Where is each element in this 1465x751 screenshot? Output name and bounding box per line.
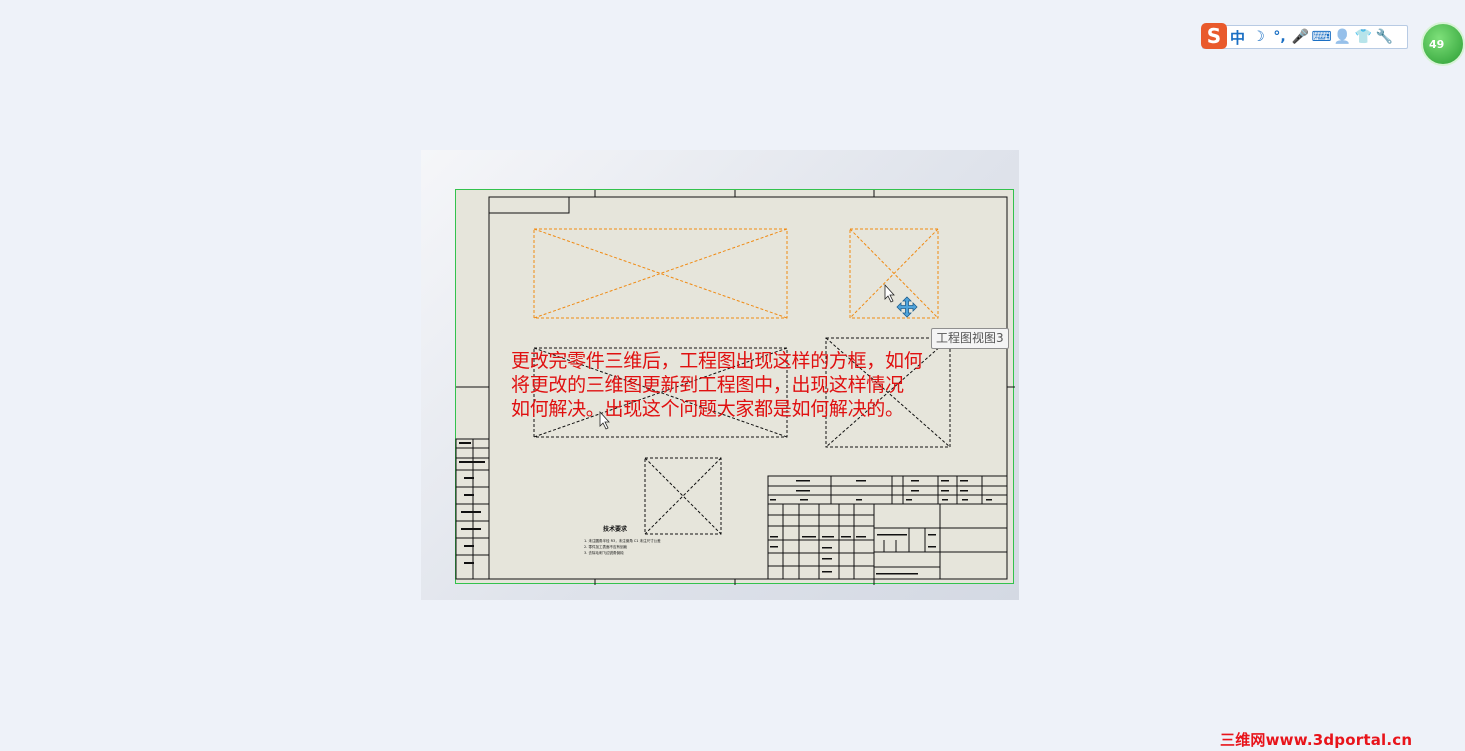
- sogou-logo-icon[interactable]: S: [1201, 23, 1227, 49]
- keyboard-icon[interactable]: ⌨: [1311, 29, 1332, 45]
- view-placeholder-1: [533, 228, 788, 319]
- tech-req-line-1: 1. 未注圆角半径 R3，未注倒角 C1 未注尺寸公差: [584, 538, 661, 543]
- question-line-2: 将更改的三维图更新到工程图中，出现这样情况: [511, 374, 904, 396]
- question-line-1: 更改完零件三维后，工程图出现这样的方框，如何: [511, 350, 923, 372]
- tech-req-line-2: 2. 零件加工表面不应有划痕: [584, 544, 627, 549]
- pointer-cursor-icon: [884, 283, 895, 303]
- technical-requirements: 技术要求 1. 未注圆角半径 R3，未注倒角 C1 未注尺寸公差 2. 零件加工…: [584, 525, 661, 555]
- ime-toolbar: S 中 ☽ °, 🎤 ⌨ 👤 👕 🔧: [1201, 23, 1408, 49]
- view-tooltip: 工程图视图3: [931, 328, 1009, 349]
- wrench-icon[interactable]: 🔧: [1375, 29, 1394, 45]
- drawing-sheet: 技术要求 1. 未注圆角半径 R3，未注倒角 C1 未注尺寸公差 2. 零件加工…: [455, 189, 1015, 585]
- top-left-code-box: [488, 196, 570, 214]
- view-placeholder-3: [533, 347, 788, 438]
- title-block-marks: [770, 480, 992, 575]
- title-block: [767, 475, 1008, 580]
- zone-ticks: [456, 190, 1015, 585]
- drawing-canvas: 技术要求 1. 未注圆角半径 R3，未注倒角 C1 未注尺寸公差 2. 零件加工…: [455, 190, 1015, 585]
- moon-icon[interactable]: ☽: [1252, 29, 1265, 45]
- question-line-3: 如何解决。出现这个问题大家都是如何解决的。: [511, 398, 904, 420]
- badge-count: 49: [1429, 37, 1445, 51]
- drawing-screenshot: 技术要求 1. 未注圆角半径 R3，未注倒角 C1 未注尺寸公差 2. 零件加工…: [421, 150, 1019, 600]
- question-text: 更改完零件三维后，工程图出现这样的方框，如何 将更改的三维图更新到工程图中，出现…: [511, 349, 1031, 421]
- tech-req-title: 技术要求: [603, 525, 628, 533]
- chinese-mode-button[interactable]: 中: [1229, 28, 1245, 47]
- site-watermark: 三维网www.3dportal.cn: [1220, 731, 1413, 749]
- view-placeholder-5: [644, 457, 722, 535]
- left-side-table: [455, 438, 490, 580]
- inner-frame: [488, 196, 1008, 580]
- microphone-icon[interactable]: 🎤: [1291, 29, 1310, 45]
- pointer-cursor-icon-2: [599, 410, 610, 430]
- view-placeholder-2: [849, 228, 939, 319]
- user-icon[interactable]: 👤: [1333, 29, 1352, 45]
- punctuation-icon[interactable]: °,: [1273, 29, 1286, 45]
- move-cursor-icon: [896, 296, 918, 318]
- view-placeholder-4: [825, 337, 951, 448]
- tech-req-line-3: 3. 去除毛刺飞边锐角倒钝: [584, 550, 624, 555]
- left-side-table-marks: [459, 442, 485, 564]
- notification-badge[interactable]: 49: [1421, 22, 1465, 66]
- skin-shirt-icon[interactable]: 👕: [1354, 29, 1373, 45]
